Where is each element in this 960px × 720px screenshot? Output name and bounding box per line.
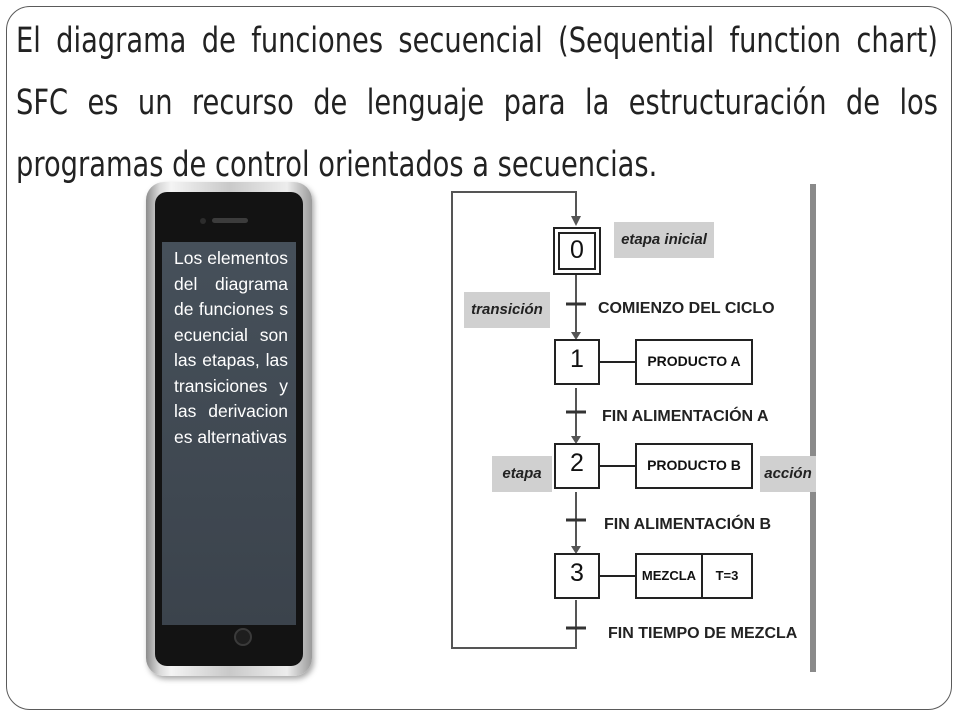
action-label: T=3 bbox=[715, 568, 739, 583]
diagram-right-bar bbox=[810, 184, 816, 672]
phone-camera bbox=[200, 218, 206, 224]
phone-illustration: Los elementos del diagrama de funciones … bbox=[146, 182, 312, 676]
transition-label: FIN TIEMPO DE MEZCLA bbox=[608, 625, 798, 642]
callout-step: etapa bbox=[492, 456, 552, 492]
phone-screen: Los elementos del diagrama de funciones … bbox=[162, 242, 296, 625]
transition-label: FIN ALIMENTACIÓN B bbox=[604, 516, 772, 533]
transition-label: FIN ALIMENTACIÓN A bbox=[602, 408, 769, 425]
callout-action: acción bbox=[760, 456, 816, 492]
arrow-icon bbox=[571, 436, 581, 444]
action-box bbox=[701, 553, 753, 599]
action-label: MEZCLA bbox=[641, 568, 697, 583]
step-box bbox=[554, 553, 600, 599]
step-box bbox=[554, 443, 600, 489]
step-number: 2 bbox=[570, 449, 584, 477]
callout-initial-step: etapa inicial bbox=[614, 222, 714, 258]
callout-transition: transición bbox=[464, 292, 550, 328]
phone-home-button bbox=[234, 628, 252, 646]
slide-title: El diagrama de funciones secuencial (Seq… bbox=[16, 21, 938, 185]
sfc-diagram: 0 1 2 3 COMIENZO DEL CICLO FIN ALIMENTAC… bbox=[440, 180, 820, 680]
step-number: 0 bbox=[570, 236, 584, 264]
action-label: PRODUCTO A bbox=[647, 353, 741, 369]
initial-step-inner bbox=[558, 232, 596, 270]
step-number: 1 bbox=[570, 345, 584, 373]
phone-overflow-text: paralelas bbox=[176, 688, 248, 708]
action-box bbox=[635, 339, 753, 385]
step-number: 3 bbox=[570, 559, 584, 587]
transition-label: COMIENZO DEL CICLO bbox=[598, 300, 775, 317]
action-label: PRODUCTO B bbox=[647, 457, 741, 473]
phone-screen-text: Los elementos del diagrama de funciones … bbox=[174, 248, 288, 447]
loop-back-line bbox=[451, 191, 577, 649]
sfc-diagram-lines bbox=[451, 184, 816, 672]
phone-speaker bbox=[212, 218, 248, 223]
loop-arrow-icon bbox=[571, 216, 581, 226]
arrow-icon bbox=[571, 546, 581, 554]
action-box bbox=[635, 443, 753, 489]
arrow-icon bbox=[571, 332, 581, 340]
